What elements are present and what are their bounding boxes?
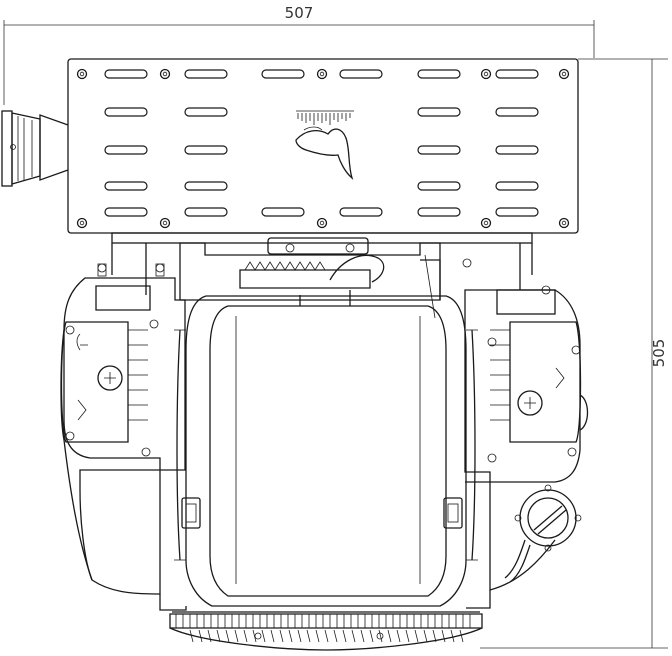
- slot: [104, 69, 148, 79]
- bolt: [558, 217, 570, 229]
- slot: [417, 181, 461, 191]
- flywheel-fin: [414, 629, 419, 643]
- slot: [184, 181, 228, 191]
- height-dimension: 505: [480, 58, 668, 649]
- slot: [495, 207, 539, 217]
- bolt-center: [79, 220, 85, 226]
- flywheel-fin: [450, 629, 455, 643]
- right-cylinder-head: [464, 285, 589, 591]
- bolt: [480, 68, 492, 80]
- flywheel-fin: [306, 629, 311, 643]
- flywheel-fin: [198, 629, 203, 643]
- bolt-center: [162, 220, 168, 226]
- bolt: [316, 217, 328, 229]
- slot: [495, 145, 539, 155]
- flywheel-fin: [441, 629, 446, 643]
- bolt: [558, 68, 570, 80]
- slot: [104, 145, 148, 155]
- heat-shield-bolts: [76, 68, 570, 229]
- hand-logo-icon: [295, 110, 354, 180]
- flywheel-fin: [360, 629, 365, 643]
- bolt: [159, 68, 171, 80]
- slot: [417, 207, 461, 217]
- slot: [104, 207, 148, 217]
- flywheel-fin: [279, 629, 284, 643]
- slot: [339, 69, 383, 79]
- bolt: [480, 217, 492, 229]
- flywheel-fin: [333, 629, 338, 643]
- flywheel-fin: [396, 629, 401, 643]
- bolt: [76, 68, 88, 80]
- muffler-heat-shield: [67, 58, 579, 234]
- flywheel: [169, 613, 483, 651]
- bolt: [76, 217, 88, 229]
- slot: [184, 107, 228, 117]
- flywheel-fin: [189, 629, 194, 643]
- flywheel-fin: [378, 629, 383, 643]
- slot: [417, 107, 461, 117]
- flywheel-fin: [342, 629, 347, 643]
- flywheel-fin: [270, 629, 275, 643]
- flywheel-fin: [315, 629, 320, 643]
- flywheel-fin: [432, 629, 437, 643]
- bolt: [159, 217, 171, 229]
- flywheel-fin: [234, 629, 239, 643]
- slot: [417, 145, 461, 155]
- slot: [184, 145, 228, 155]
- crankcase-lower: [159, 590, 491, 613]
- slot: [184, 207, 228, 217]
- shroud-clips: [181, 497, 463, 529]
- flywheel-fin: [207, 629, 212, 643]
- bolt: [316, 68, 328, 80]
- flywheel-fin: [351, 629, 356, 643]
- slot: [184, 69, 228, 79]
- slot: [495, 181, 539, 191]
- bolt-center: [483, 220, 489, 226]
- width-dimension: 507: [3, 4, 595, 105]
- slot: [495, 107, 539, 117]
- bolt-center: [79, 71, 85, 77]
- flywheel-fin: [252, 629, 257, 643]
- bolt-center: [561, 71, 567, 77]
- engine-upper: [179, 237, 472, 319]
- slot: [261, 69, 305, 79]
- bolt-center: [483, 71, 489, 77]
- slot: [104, 181, 148, 191]
- flywheel-fin: [261, 629, 266, 643]
- height-dimension-label: 505: [650, 339, 668, 368]
- flywheel-fin: [288, 629, 293, 643]
- left-cylinder-head: [60, 263, 186, 595]
- slot: [339, 207, 383, 217]
- flywheel-fin: [459, 629, 464, 643]
- oil-filler-cap: [504, 484, 582, 583]
- width-dimension-label: 507: [285, 4, 314, 22]
- flywheel-fin: [324, 629, 329, 643]
- bolt-center: [162, 71, 168, 77]
- exhaust-outlet: [1, 110, 69, 187]
- flywheel-fin: [405, 629, 410, 643]
- slot: [417, 69, 461, 79]
- flywheel-fin: [216, 629, 221, 643]
- heat-shield-slots: [104, 69, 539, 217]
- flywheel-fin: [243, 629, 248, 643]
- bolt-center: [561, 220, 567, 226]
- flywheel-fin: [369, 629, 374, 643]
- flywheel-fin: [423, 629, 428, 643]
- bolt-center: [319, 71, 325, 77]
- flywheel-fin: [297, 629, 302, 643]
- flywheel-fin: [225, 629, 230, 643]
- slot: [104, 107, 148, 117]
- slot: [495, 69, 539, 79]
- slot: [261, 207, 305, 217]
- flywheel-fin: [387, 629, 392, 643]
- bolt-center: [319, 220, 325, 226]
- fan-shroud: [174, 295, 478, 607]
